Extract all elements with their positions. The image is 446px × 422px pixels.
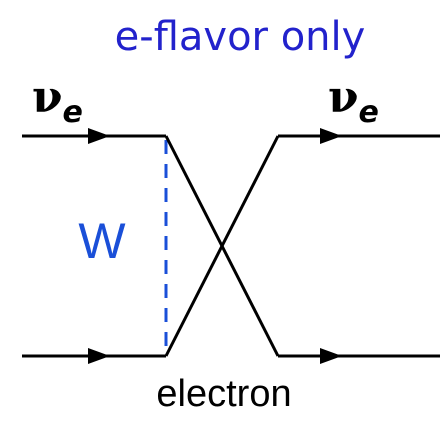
crossing-line-up [164, 135, 280, 357]
right-neutrino-subscript: e [359, 95, 379, 130]
incoming-electron-arrow [88, 348, 110, 364]
electron-label: electron [156, 373, 291, 415]
left-neutrino-symbol: ν [32, 72, 63, 123]
left-neutrino-label: νe [32, 72, 83, 130]
right-neutrino-symbol: ν [328, 72, 359, 123]
w-boson-label: W [78, 213, 126, 269]
outgoing-electron-arrow [320, 348, 342, 364]
title-text: e-flavor only [115, 14, 366, 60]
right-neutrino-label: νe [328, 72, 379, 130]
left-neutrino-subscript: e [63, 95, 83, 130]
incoming-neutrino-arrow [88, 128, 110, 144]
outgoing-neutrino-arrow [320, 128, 342, 144]
